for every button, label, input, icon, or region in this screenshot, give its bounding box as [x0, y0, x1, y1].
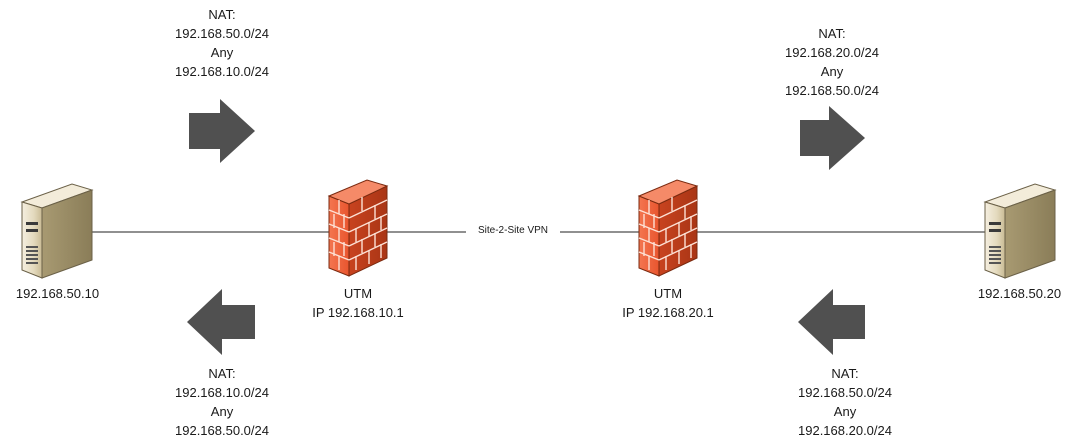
- utm-ip: IP 192.168.20.1: [622, 305, 714, 320]
- host-left-ip: 192.168.50.10: [15, 286, 100, 301]
- vpn-link-label: Site-2-Site VPN: [466, 223, 560, 239]
- nat-service: Any: [210, 45, 234, 60]
- nat-title: NAT:: [831, 366, 859, 381]
- nat-source: 192.168.20.0/24: [785, 45, 879, 60]
- arrow-left-icon-bottom-right: [798, 289, 865, 355]
- utm-right-label: UTM IP 192.168.20.1: [608, 284, 728, 322]
- nat-destination: 192.168.10.0/24: [175, 64, 269, 79]
- nat-service: Any: [833, 404, 857, 419]
- nat-destination: 192.168.50.0/24: [785, 83, 879, 98]
- nat-source: 192.168.50.0/24: [175, 26, 269, 41]
- nat-rule-top-right: NAT: 192.168.20.0/24 Any 192.168.50.0/24: [752, 24, 912, 100]
- arrow-left-icon-bottom-left: [187, 289, 255, 355]
- host-right-ip: 192.168.50.20: [977, 286, 1062, 301]
- nat-source: 192.168.50.0/24: [798, 385, 892, 400]
- utm-name: UTM: [343, 286, 373, 301]
- nat-destination: 192.168.50.0/24: [175, 423, 269, 438]
- arrow-right-icon-top-left: [189, 99, 255, 163]
- nat-rule-bottom-right: NAT: 192.168.50.0/24 Any 192.168.20.0/24: [765, 364, 925, 440]
- nat-source: 192.168.10.0/24: [175, 385, 269, 400]
- nat-service: Any: [820, 64, 844, 79]
- nat-rule-top-left: NAT: 192.168.50.0/24 Any 192.168.10.0/24: [142, 5, 302, 81]
- server-icon-left: [20, 183, 94, 279]
- arrow-right-icon-top-right: [800, 106, 865, 170]
- nat-title: NAT:: [208, 366, 236, 381]
- nat-rule-bottom-left: NAT: 192.168.10.0/24 Any 192.168.50.0/24: [142, 364, 302, 440]
- nat-destination: 192.168.20.0/24: [798, 423, 892, 438]
- nat-title: NAT:: [818, 26, 846, 41]
- nat-title: NAT:: [208, 7, 236, 22]
- firewall-icon-right: [637, 179, 699, 277]
- firewall-icon-left: [327, 179, 389, 277]
- utm-ip: IP 192.168.10.1: [312, 305, 404, 320]
- utm-left-label: UTM IP 192.168.10.1: [298, 284, 418, 322]
- utm-name: UTM: [653, 286, 683, 301]
- nat-service: Any: [210, 404, 234, 419]
- server-icon-right: [983, 183, 1057, 279]
